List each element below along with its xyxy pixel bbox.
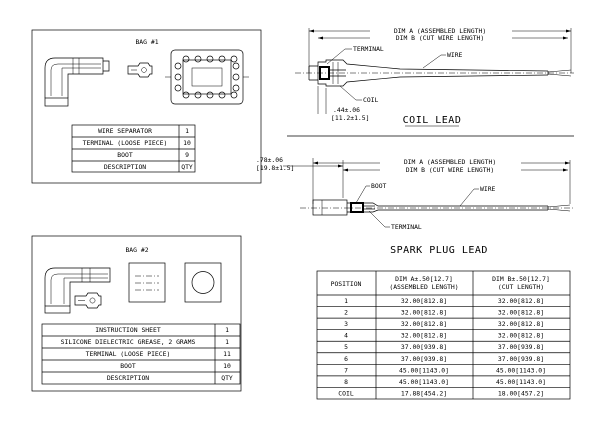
spark-dim-a-label: DIM A (ASSEMBLED LENGTH) bbox=[404, 158, 496, 166]
length-table-cell-position: 4 bbox=[344, 332, 348, 340]
bag2-boot-drawing bbox=[44, 267, 111, 314]
length-table-cell-dim-a: 32.00[812.8] bbox=[401, 332, 447, 340]
bag2-panel: BAG #2 bbox=[31, 235, 242, 392]
length-table-cell-dim-b: 18.00[457.2] bbox=[498, 389, 544, 397]
spark-plug-lead-title: SPARK PLUG LEAD bbox=[390, 245, 488, 256]
bag2-row-qty: 11 bbox=[223, 350, 231, 358]
coil-coil-label: COIL bbox=[363, 96, 379, 104]
length-table-header-position: POSITION bbox=[331, 280, 362, 288]
coil-dim-small-1: .44±.06 bbox=[333, 106, 360, 114]
length-table-cell-position: 5 bbox=[344, 343, 348, 351]
bag1-terminal-drawing bbox=[127, 62, 153, 78]
length-table-cell-dim-b: 37.00[939.8] bbox=[498, 343, 544, 351]
bag1-wire-separator-drawing bbox=[165, 49, 249, 105]
spark-terminal-label: TERMINAL bbox=[391, 223, 422, 231]
length-table-cell-position: 7 bbox=[344, 366, 348, 374]
bag1-boot-drawing bbox=[44, 57, 110, 107]
bag1-row-qty: 1 bbox=[185, 127, 189, 135]
coil-terminal-label: TERMINAL bbox=[353, 45, 384, 53]
bag2-row-description: TERMINAL (LOOSE PIECE) bbox=[86, 350, 171, 358]
spark-dim-small-2: [19.8±1.5] bbox=[256, 164, 294, 172]
length-table-cell-dim-b: 32.00[812.8] bbox=[498, 332, 544, 340]
length-table-cell-dim-a: 32.00[812.8] bbox=[401, 297, 447, 305]
bag1-header-description: DESCRIPTION bbox=[104, 163, 146, 171]
bag1-row-description: WIRE SEPARATOR bbox=[98, 127, 152, 135]
coil-lead-title: COIL LEAD bbox=[403, 115, 462, 126]
length-table-cell-dim-b: 37.00[939.8] bbox=[498, 355, 544, 363]
length-table-cell-dim-b: 32.00[812.8] bbox=[498, 297, 544, 305]
coil-lead-view: DIM A (ASSEMBLED LENGTH) DIM B (CUT WIRE… bbox=[295, 27, 574, 127]
length-table-cell-position: 6 bbox=[344, 355, 348, 363]
length-table-header-a-line1: DIM A±.50[12.7] bbox=[395, 275, 453, 283]
bag2-row-qty: 10 bbox=[223, 362, 231, 370]
length-table-cell-position: COIL bbox=[338, 389, 354, 397]
bag2-row-qty: 1 bbox=[225, 326, 229, 334]
spark-wire-label: WIRE bbox=[480, 185, 496, 193]
coil-wire-label: WIRE bbox=[447, 51, 463, 59]
bag2-parts-table: INSTRUCTION SHEET 1 SILICONE DIELECTRIC … bbox=[41, 323, 241, 385]
coil-dim-a-label: DIM A (ASSEMBLED LENGTH) bbox=[394, 27, 486, 35]
length-table-cell-position: 1 bbox=[344, 297, 348, 305]
bag1-title: BAG #1 bbox=[135, 38, 158, 46]
bag2-grease-packet-drawing bbox=[184, 262, 222, 303]
bag2-instruction-sheet-drawing bbox=[128, 262, 166, 303]
bag2-frame bbox=[31, 235, 242, 392]
lead-length-table: POSITION DIM A±.50[12.7] (ASSEMBLED LENG… bbox=[316, 270, 571, 400]
bag2-row-description: BOOT bbox=[120, 362, 136, 370]
length-table-header-a-line2: (ASSEMBLED LENGTH) bbox=[389, 283, 458, 291]
length-table-cell-position: 8 bbox=[344, 378, 348, 386]
spark-dim-b-label: DIM B (CUT WIRE LENGTH) bbox=[406, 166, 495, 174]
bag1-panel: BAG #1 bbox=[31, 29, 262, 184]
spark-dim-small-1: .78±.06 bbox=[256, 156, 283, 164]
length-table-cell-dim-b: 32.00[812.8] bbox=[498, 320, 544, 328]
bag2-header-qty: QTY bbox=[221, 374, 233, 382]
length-table-cell-dim-a: 37.00[939.8] bbox=[401, 355, 447, 363]
bag2-row-description: SILICONE DIELECTRIC GREASE, 2 GRAMS bbox=[61, 338, 196, 346]
length-table-cell-dim-b: 45.00[1143.0] bbox=[496, 378, 546, 386]
bag2-terminal-drawing bbox=[74, 292, 102, 309]
bag1-row-description: TERMINAL (LOOSE PIECE) bbox=[83, 139, 168, 147]
bag2-row-description: INSTRUCTION SHEET bbox=[95, 326, 161, 334]
bag1-header-qty: QTY bbox=[181, 163, 193, 171]
length-table-cell-dim-b: 32.00[812.8] bbox=[498, 309, 544, 317]
bag1-row-qty: 10 bbox=[183, 139, 191, 147]
bag1-row-description: BOOT bbox=[117, 151, 133, 159]
bag1-row-qty: 9 bbox=[185, 151, 189, 159]
length-table-cell-dim-a: 45.00[1143.0] bbox=[399, 378, 449, 386]
length-table-header-b-line1: DIM B±.50[12.7] bbox=[492, 275, 550, 283]
length-table-cell-position: 3 bbox=[344, 320, 348, 328]
coil-dim-b-label: DIM B (CUT WIRE LENGTH) bbox=[396, 34, 485, 42]
bag1-frame bbox=[31, 29, 262, 184]
bag2-row-qty: 1 bbox=[225, 338, 229, 346]
length-table-cell-dim-a: 32.00[812.8] bbox=[401, 320, 447, 328]
length-table-cell-dim-a: 17.88[454.2] bbox=[401, 389, 447, 397]
coil-dim-small-2: [11.2±1.5] bbox=[331, 114, 369, 122]
length-table-cell-dim-a: 45.00[1143.0] bbox=[399, 366, 449, 374]
length-table-header-b-line2: (CUT LENGTH) bbox=[498, 283, 544, 291]
bag1-parts-table: WIRE SEPARATOR 1 TERMINAL (LOOSE PIECE) … bbox=[71, 124, 196, 173]
spark-plug-lead-view: .78±.06 [19.8±1.5] DIM A (ASSEMBLED LENG… bbox=[256, 156, 574, 256]
spark-boot-label: BOOT bbox=[371, 182, 387, 190]
bag2-header-description: DESCRIPTION bbox=[107, 374, 149, 382]
length-table-cell-position: 2 bbox=[344, 309, 348, 317]
length-table-cell-dim-b: 45.00[1143.0] bbox=[496, 366, 546, 374]
length-table-cell-dim-a: 32.00[812.8] bbox=[401, 309, 447, 317]
length-table-cell-dim-a: 37.00[939.8] bbox=[401, 343, 447, 351]
bag2-title: BAG #2 bbox=[125, 246, 148, 254]
